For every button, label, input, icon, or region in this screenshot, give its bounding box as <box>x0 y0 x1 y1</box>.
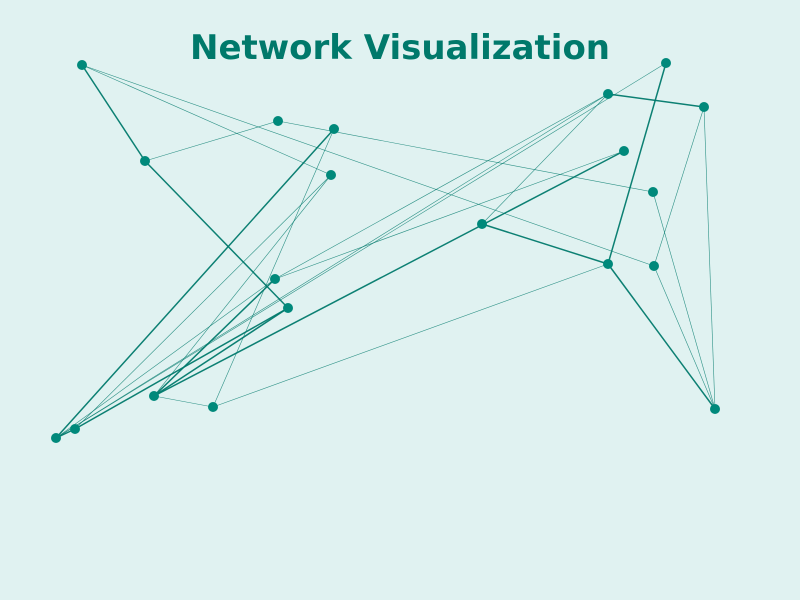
edge-n1-n9 <box>81 64 332 176</box>
edge-n5-n6 <box>607 93 705 108</box>
edge-n14-n17 <box>153 395 214 408</box>
chart-title: Network Visualization <box>189 28 611 68</box>
node-n5 <box>603 89 613 99</box>
node-n4 <box>273 116 283 126</box>
node-n9 <box>326 170 336 180</box>
node-n14 <box>149 391 159 401</box>
edge-n7-n17 <box>212 128 335 408</box>
node-n1 <box>77 60 87 70</box>
edge-n9-n14 <box>153 174 332 397</box>
edge-n11-n18 <box>481 223 609 265</box>
nodes-layer <box>51 58 720 443</box>
edge-n2-n19 <box>55 62 667 439</box>
edge-n18-n20 <box>607 263 716 410</box>
edge-n3-n4 <box>144 120 279 162</box>
node-n19 <box>51 433 61 443</box>
node-n11 <box>477 219 487 229</box>
edge-n7-n19 <box>55 128 335 439</box>
edge-n6-n16 <box>653 106 705 267</box>
edge-n5-n15 <box>274 93 609 280</box>
edge-n1-n16 <box>81 64 655 267</box>
node-n2 <box>661 58 671 68</box>
edge-n14-n15 <box>153 278 276 397</box>
edge-n4-n13 <box>277 120 654 193</box>
edge-n16-n20 <box>653 265 716 410</box>
edge-n3-n8 <box>144 160 289 309</box>
edge-n5-n19 <box>55 93 609 439</box>
node-n15 <box>270 274 280 284</box>
edge-n10-n15 <box>274 150 625 280</box>
node-n13 <box>648 187 658 197</box>
node-n17 <box>208 402 218 412</box>
node-n10 <box>619 146 629 156</box>
node-n20 <box>710 404 720 414</box>
node-n7 <box>329 124 339 134</box>
node-n8 <box>283 303 293 313</box>
edge-n6-n20 <box>703 106 716 410</box>
node-n12 <box>70 424 80 434</box>
edge-n9-n12 <box>74 174 332 430</box>
edge-n10-n14 <box>153 150 625 397</box>
edge-n13-n20 <box>652 191 716 410</box>
edges-layer <box>55 62 716 439</box>
edge-n17-n18 <box>212 263 609 408</box>
edge-n5-n11 <box>481 93 609 225</box>
edge-n15-n19 <box>55 278 276 439</box>
node-n3 <box>140 156 150 166</box>
node-n16 <box>649 261 659 271</box>
edge-n2-n18 <box>607 62 667 265</box>
node-n18 <box>603 259 613 269</box>
edge-n8-n14 <box>153 307 289 397</box>
edge-n1-n3 <box>81 64 146 162</box>
node-n6 <box>699 102 709 112</box>
